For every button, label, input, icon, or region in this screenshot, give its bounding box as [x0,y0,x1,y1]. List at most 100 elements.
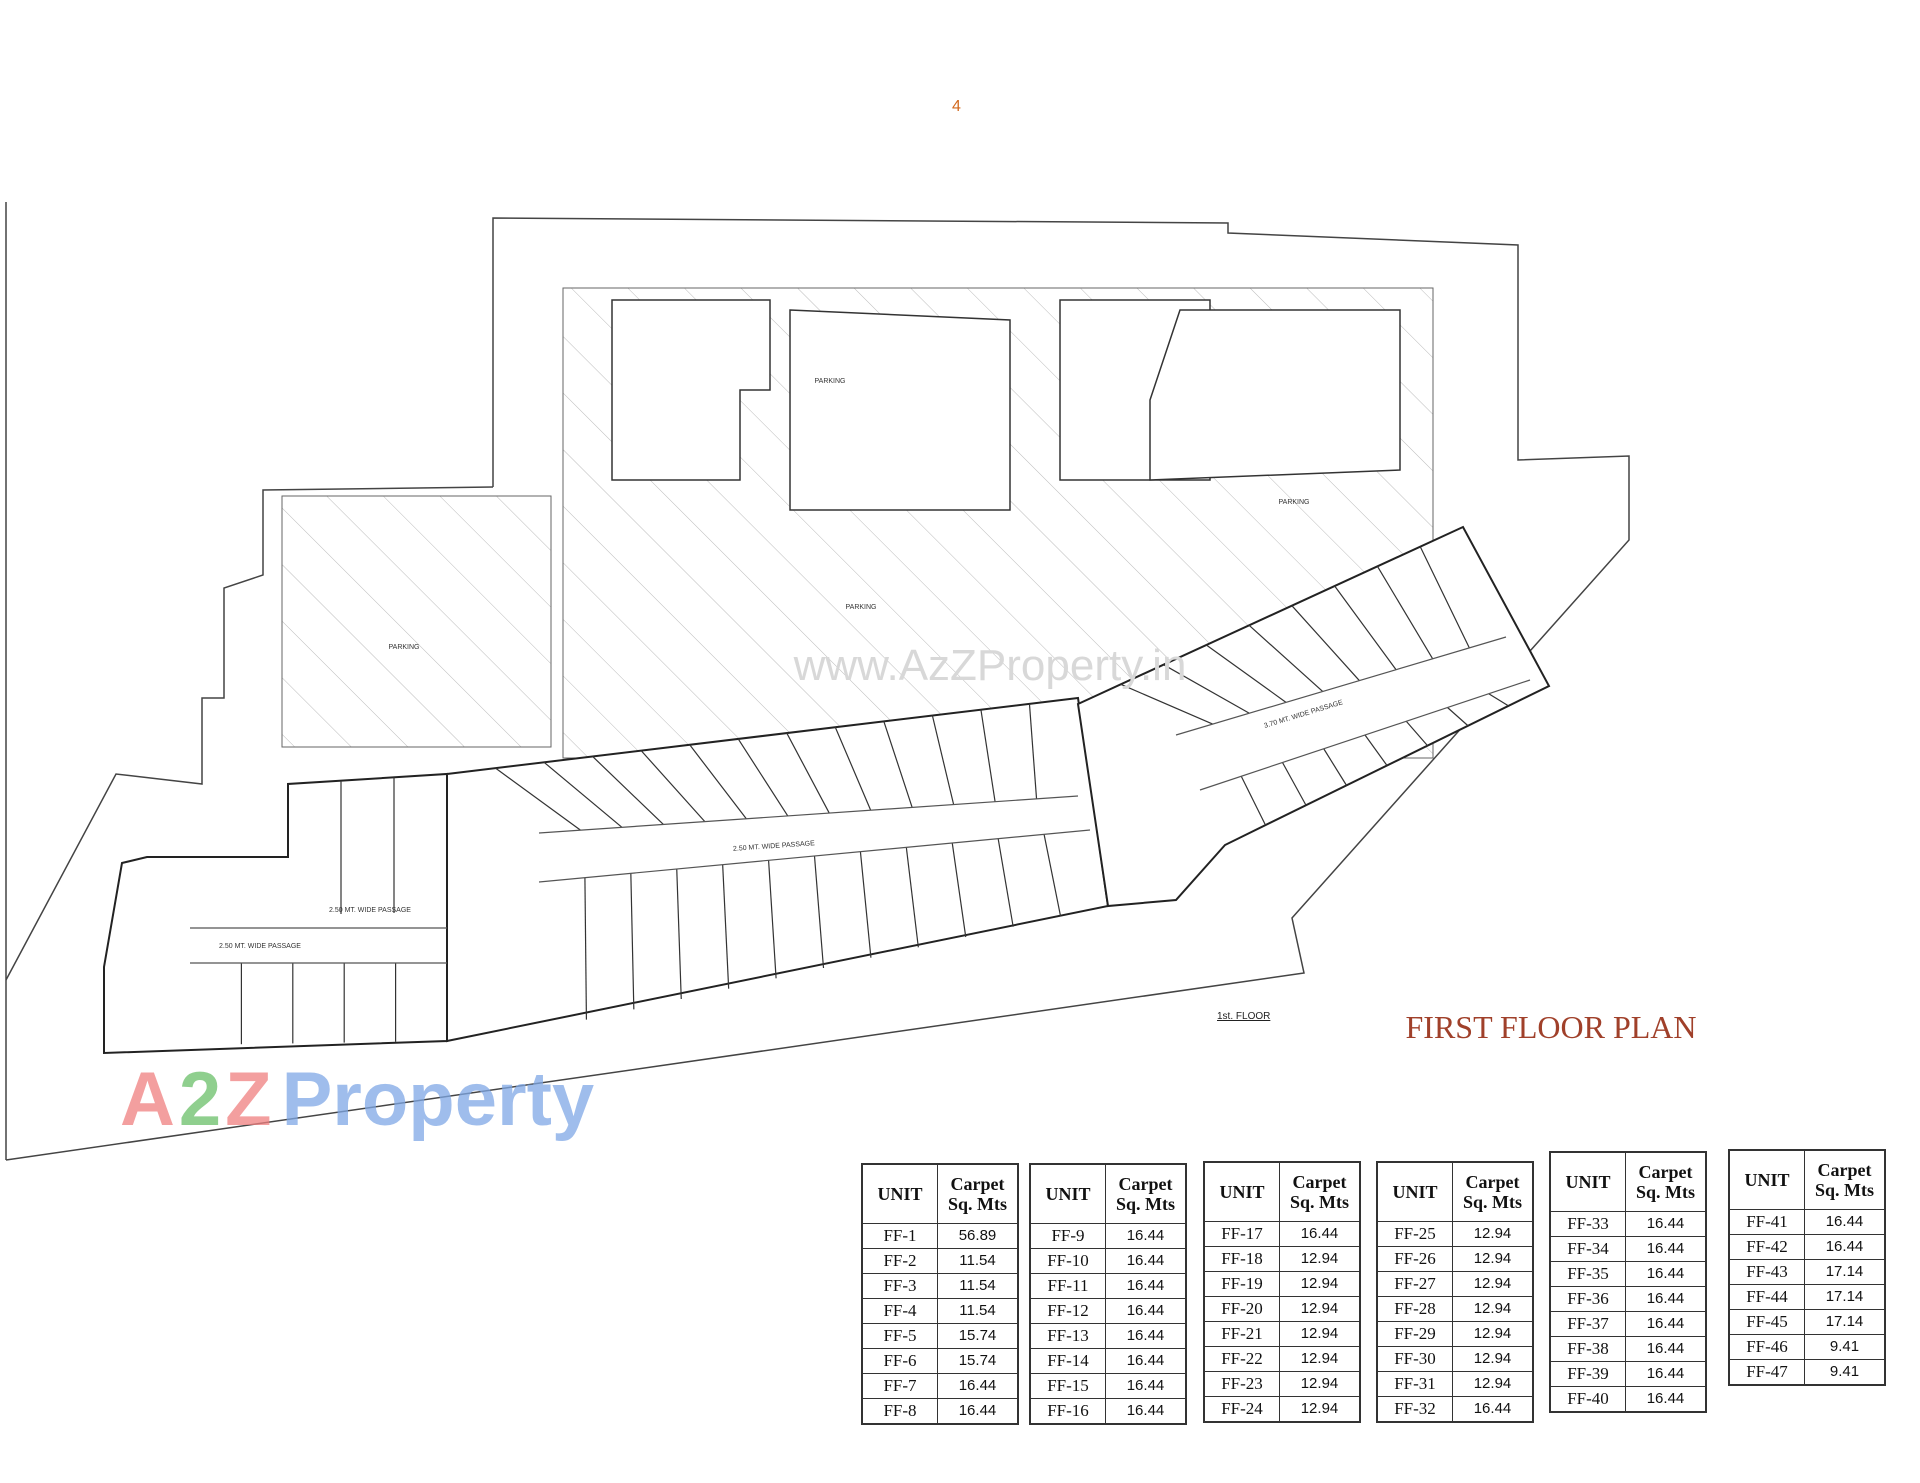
unit-cell: FF-24 [1203,1396,1280,1423]
shop-partition-wall [905,847,919,948]
area-cell: 12.94 [1452,1296,1534,1322]
header-carpet: Carpet [1118,1174,1173,1194]
area-cell: 12.94 [1452,1321,1534,1347]
header-carpet: Carpet [1638,1162,1693,1182]
unit-cell: FF-26 [1376,1246,1453,1272]
shop-partition-wall [1028,703,1038,799]
area-cell: 16.44 [1105,1248,1187,1274]
plot-boundary-left [5,486,494,981]
unit-cell: FF-37 [1549,1311,1626,1337]
logo-letter-z: Z [225,1057,271,1142]
unit-cell: FF-7 [861,1373,938,1399]
passage-edge [538,829,1091,883]
shop-partition-wall [495,767,581,831]
shop-partition-wall [1488,693,1509,707]
shop-partition-wall [1291,605,1360,681]
unit-cell: FF-15 [1029,1373,1106,1399]
unit-cell: FF-42 [1728,1234,1805,1260]
unit-cell: FF-19 [1203,1271,1280,1297]
unit-cell: FF-31 [1376,1371,1453,1397]
area-cell: 11.54 [937,1273,1019,1299]
unit-cell: FF-27 [1376,1271,1453,1297]
header-sq-mts: Sq. Mts [947,1194,1007,1214]
shop-partition-wall [676,868,682,1000]
shop-partition-wall [1419,546,1470,649]
area-cell: 16.44 [1105,1348,1187,1374]
header-carpet: Carpet [950,1174,1005,1194]
building-core-right [1149,309,1401,481]
shop-partition-wall [980,709,996,802]
passage-label: 2.50 MT. WIDE PASSAGE [219,943,301,950]
area-cell: 16.44 [1625,1211,1707,1237]
unit-cell: FF-46 [1728,1334,1805,1360]
header-unit: UNIT [1549,1151,1626,1212]
unit-cell: FF-22 [1203,1346,1280,1372]
area-cell: 16.44 [1105,1223,1187,1249]
area-cell: 15.74 [937,1323,1019,1349]
header-sq-mts: Sq. Mts [1115,1194,1175,1214]
header-sq-mts: Sq. Mts [1289,1192,1349,1212]
shop-partition-wall [1120,683,1213,725]
area-cell: 12.94 [1279,1246,1361,1272]
area-cell: 16.44 [1279,1221,1361,1247]
area-cell: 16.44 [937,1373,1019,1399]
parking-label: PARKING [1279,499,1310,506]
area-cell: 17.14 [1804,1284,1886,1310]
shop-partition-wall [813,855,825,969]
shop-partition-wall [786,732,830,814]
floor-label: 1st. FLOOR [1217,1011,1270,1022]
shop-partition-wall [737,738,789,817]
shop-partition-wall [689,744,747,820]
unit-cell: FF-40 [1549,1386,1626,1413]
shop-partition-wall [1334,585,1397,671]
unit-cell: FF-28 [1376,1296,1453,1322]
logo-digit-2: 2 [179,1057,221,1142]
header-sq-mts: Sq. Mts [1635,1182,1695,1202]
unit-cell: FF-36 [1549,1286,1626,1312]
shop-partition-wall [951,842,967,938]
unit-cell: FF-25 [1376,1221,1453,1247]
shop-partition-wall [1240,775,1267,826]
page-number: 4 [952,98,961,115]
unit-cell: FF-14 [1029,1348,1106,1374]
area-cell: 12.94 [1279,1321,1361,1347]
passage-edge [538,795,1079,834]
shop-partition-wall [1447,707,1469,727]
area-cell: 9.41 [1804,1334,1886,1360]
shop-partition-wall [1405,720,1428,747]
logo-word-property: Property [282,1057,595,1142]
area-cell: 12.94 [1279,1371,1361,1397]
area-cell: 12.94 [1452,1221,1534,1247]
shop-partition-wall [1281,762,1307,806]
shop-partition-wall [859,851,872,958]
shop-partition-wall [1163,664,1250,714]
